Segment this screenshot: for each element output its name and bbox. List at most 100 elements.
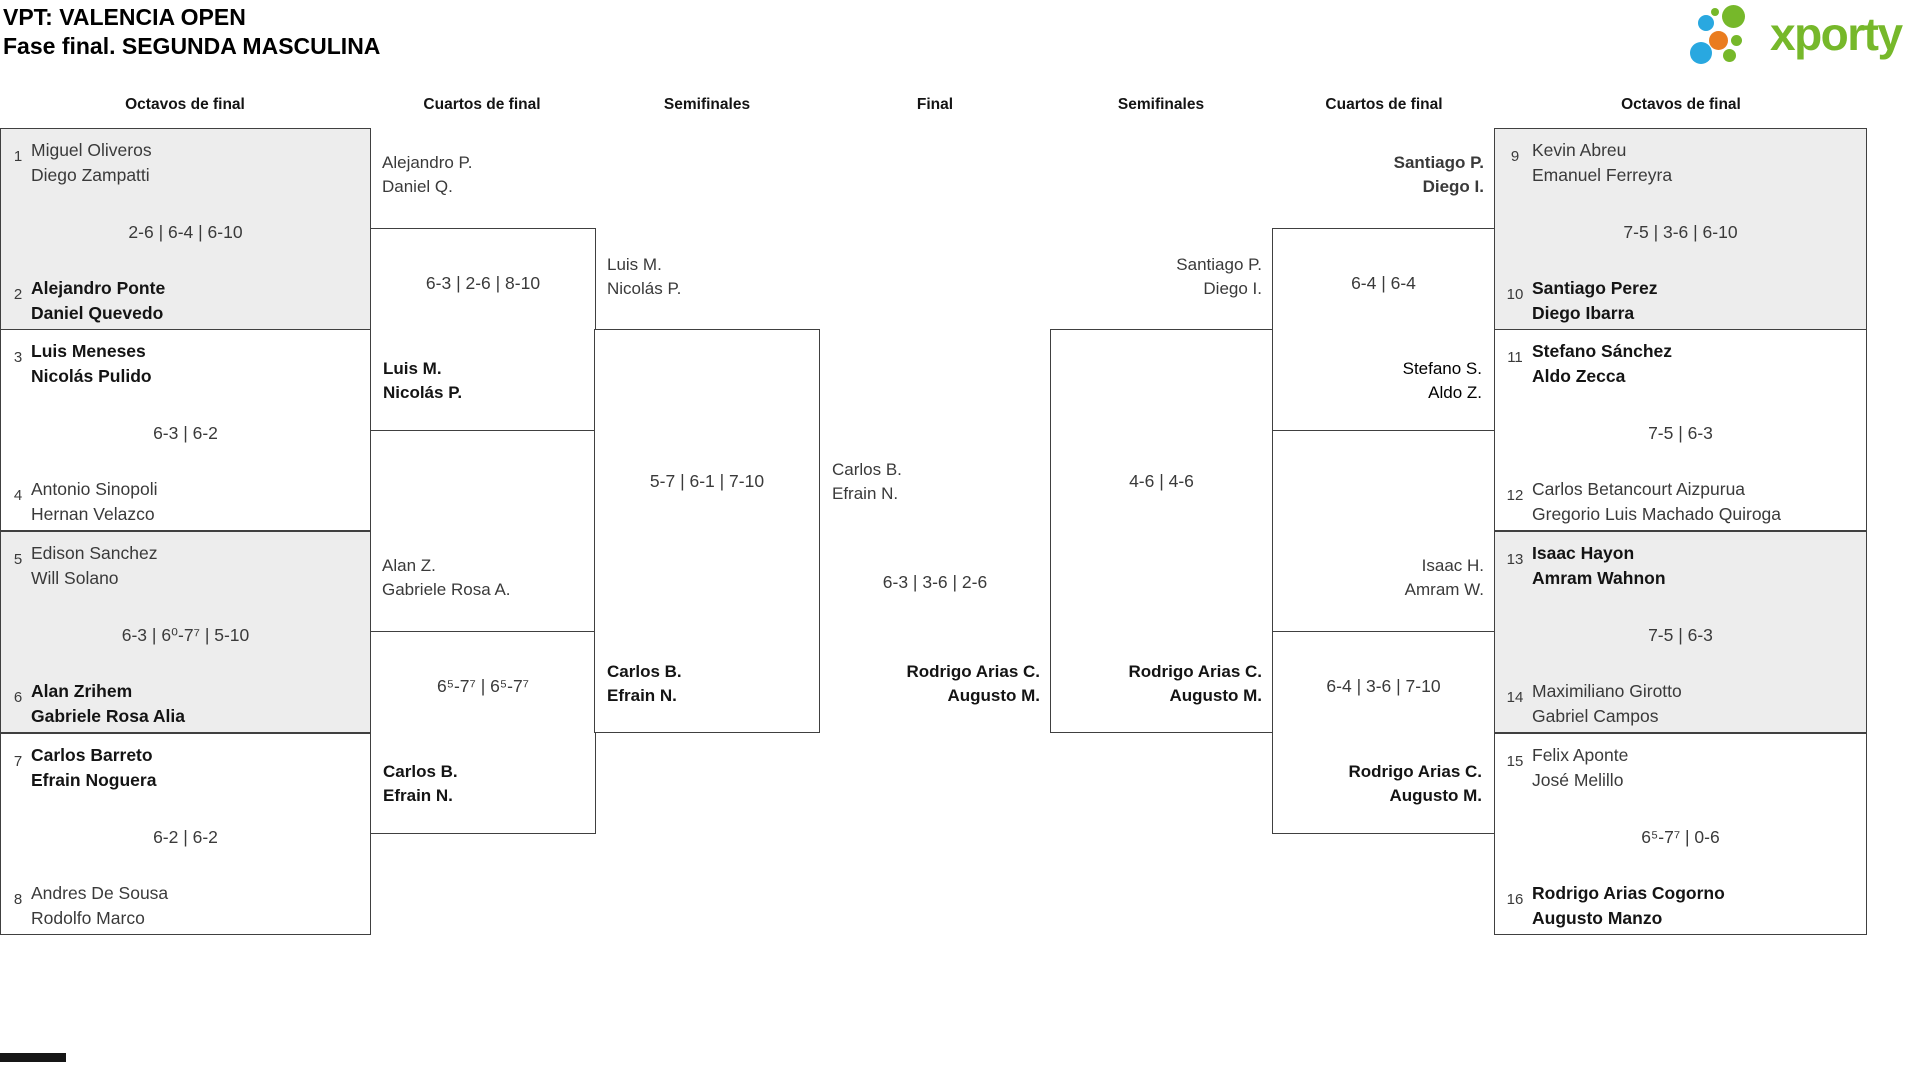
player-name: Luis Meneses <box>31 341 146 361</box>
player-name: Stefano S. <box>1402 359 1482 378</box>
player-name: Hernan Velazco <box>31 504 155 524</box>
seed-number: 12 <box>1506 487 1524 504</box>
player-name: Carlos Barreto <box>31 745 153 765</box>
player-name: Gabriele Rosa Alia <box>31 706 185 726</box>
match-score: 7-5 | 3-6 | 6-10 <box>1623 222 1738 242</box>
seed-number: 11 <box>1507 349 1523 366</box>
player-name: Carlos B. <box>607 662 682 681</box>
match-score: 6⁵-7⁷ | 6⁵-7⁷ <box>436 676 530 696</box>
player-name: Daniel Q. <box>382 177 453 196</box>
team-pair-winner: Santiago Perez Diego Ibarra <box>1532 276 1657 326</box>
player-name: Amram Wahnon <box>1532 568 1666 588</box>
seed-number: 3 <box>13 349 23 366</box>
player-name: Augusto M. <box>947 686 1040 705</box>
match-score: 6-3 | 6-2 <box>153 423 218 443</box>
player-name: Santiago P. <box>1393 153 1484 172</box>
player-name: Kevin Abreu <box>1532 140 1627 160</box>
final-score: 6-3 | 3-6 | 2-6 <box>882 572 988 592</box>
team-pair: Kevin Abreu Emanuel Ferreyra <box>1532 138 1672 188</box>
player-name: Santiago P. <box>1176 255 1262 274</box>
player-name: Alan Zrihem <box>31 681 133 701</box>
team-pair-winner: Isaac Hayon Amram Wahnon <box>1532 541 1666 591</box>
logo-dot-green-large <box>1722 5 1745 28</box>
match-score: 7-5 | 6-3 <box>1648 423 1713 443</box>
xporty-logo[interactable]: xporty <box>1688 2 1918 68</box>
player-name: Rodrigo Arias C. <box>906 662 1041 681</box>
player-name: Luis M. <box>383 359 442 378</box>
logo-dot-green-small <box>1731 35 1742 46</box>
team-pair-winner: Rodrigo Arias Cogorno Augusto Manzo <box>1532 881 1725 931</box>
player-name: Stefano Sánchez <box>1532 341 1673 361</box>
team-pair-winner: Rodrigo Arias C. Augusto M. <box>1349 760 1483 808</box>
seed-number: 7 <box>13 753 23 770</box>
team-pair: Carlos Betancourt Aizpurua Gregorio Luis… <box>1532 477 1781 527</box>
match-score: 6⁵-7⁷ | 0-6 <box>1641 827 1720 847</box>
team-pair: Edison Sanchez Will Solano <box>31 541 157 591</box>
seed-number: 9 <box>1510 148 1520 165</box>
team-pair-winner: Stefano Sánchez Aldo Zecca <box>1532 339 1672 389</box>
player-name: Rodolfo Marco <box>31 908 145 928</box>
seed-number: 14 <box>1506 689 1524 706</box>
seed-number: 15 <box>1506 753 1524 770</box>
qf-left-1-top-team: Alejandro P. Daniel Q. <box>382 151 472 199</box>
player-name: Emanuel Ferreyra <box>1532 165 1673 185</box>
logo-wordmark: xporty <box>1770 8 1903 60</box>
player-name: Felix Aponte <box>1532 745 1629 765</box>
player-name: José Melillo <box>1532 770 1624 790</box>
seed-number: 1 <box>13 148 23 165</box>
match-score: 5-7 | 6-1 | 7-10 <box>649 471 765 491</box>
match-box-qf-right-1: 6-4 | 6-4 Stefano S. Aldo Z. <box>1272 228 1495 431</box>
logo-dot-green-tiny <box>1711 8 1719 16</box>
match-box-r16-right-2: 11 Stefano Sánchez Aldo Zecca 7-5 | 6-3 … <box>1494 329 1867 531</box>
team-pair: Antonio Sinopoli Hernan Velazco <box>31 477 157 527</box>
team-pair-winner: Carlos B. Efrain N. <box>383 760 458 808</box>
player-name: Efrain N. <box>607 686 677 705</box>
player-name: Maximiliano Girotto <box>1532 681 1682 701</box>
seed-number: 16 <box>1506 891 1524 908</box>
team-pair: Felix Aponte José Melillo <box>1532 743 1628 793</box>
final-top-team: Carlos B. Efrain N. <box>832 458 902 506</box>
player-name: Edison Sanchez <box>31 543 158 563</box>
logo-dot-orange <box>1709 31 1728 50</box>
qf-right-1-top-team-winner: Santiago P. Diego I. <box>1270 151 1484 199</box>
team-pair-winner: Carlos Barreto Efrain Noguera <box>31 743 156 793</box>
match-box-r16-right-1: 9 Kevin Abreu Emanuel Ferreyra 7-5 | 3-6… <box>1494 128 1867 330</box>
match-box-r16-left-1: 1 Miguel Oliveros Diego Zampatti 2-6 | 6… <box>0 128 371 330</box>
team-pair-winner: Luis Meneses Nicolás Pulido <box>31 339 152 389</box>
player-name: Will Solano <box>31 568 119 588</box>
logo-dot-blue-small <box>1698 15 1714 31</box>
match-score: 7-5 | 6-3 <box>1648 625 1713 645</box>
seed-number: 8 <box>13 891 23 908</box>
match-box-qf-right-2: 6-4 | 3-6 | 7-10 Rodrigo Arias C. August… <box>1272 631 1495 834</box>
player-name: Santiago Perez <box>1532 278 1658 298</box>
player-name: Rodrigo Arias C. <box>1128 662 1263 681</box>
team-pair: Andres De Sousa Rodolfo Marco <box>31 881 168 931</box>
team-pair-winner: Alan Zrihem Gabriele Rosa Alia <box>31 679 185 729</box>
team-pair-winner: Carlos B. Efrain N. <box>607 660 682 708</box>
match-box-r16-left-2: 3 Luis Meneses Nicolás Pulido 6-3 | 6-2 … <box>0 329 371 531</box>
qf-left-2-top-team: Alan Z. Gabriele Rosa A. <box>382 554 511 602</box>
player-name: Carlos Betancourt Aizpurua <box>1532 479 1746 499</box>
seed-number: 6 <box>13 689 23 706</box>
player-name: Diego I. <box>1203 279 1262 298</box>
team-pair-winner: Alejandro Ponte Daniel Quevedo <box>31 276 165 326</box>
team-pair: Miguel Oliveros Diego Zampatti <box>31 138 152 188</box>
player-name: Amram W. <box>1404 580 1484 599</box>
match-box-r16-right-4: 15 Felix Aponte José Melillo 6⁵-7⁷ | 0-6… <box>1494 733 1867 935</box>
player-name: Daniel Quevedo <box>31 303 164 323</box>
player-name: Isaac Hayon <box>1532 543 1635 563</box>
player-name: Alejandro P. <box>382 153 473 172</box>
player-name: Nicolás P. <box>607 279 682 298</box>
player-name: Andres De Sousa <box>31 883 169 903</box>
player-name: Aldo Zecca <box>1532 366 1626 386</box>
player-name: Alejandro Ponte <box>31 278 166 298</box>
team-pair-winner: Luis M. Nicolás P. <box>383 357 462 405</box>
player-name: Rodrigo Arias C. <box>1348 762 1483 781</box>
player-name: Nicolás Pulido <box>31 366 152 386</box>
team-pair: Maximiliano Girotto Gabriel Campos <box>1532 679 1682 729</box>
page-title: VPT: VALENCIA OPEN Fase final. SEGUNDA M… <box>3 3 380 61</box>
match-box-r16-left-3: 5 Edison Sanchez Will Solano 6-3 | 6⁰-7⁷… <box>0 531 371 733</box>
match-score: 4-6 | 4-6 <box>1129 471 1194 491</box>
round-header-r16-left: Octavos de final <box>125 96 245 113</box>
